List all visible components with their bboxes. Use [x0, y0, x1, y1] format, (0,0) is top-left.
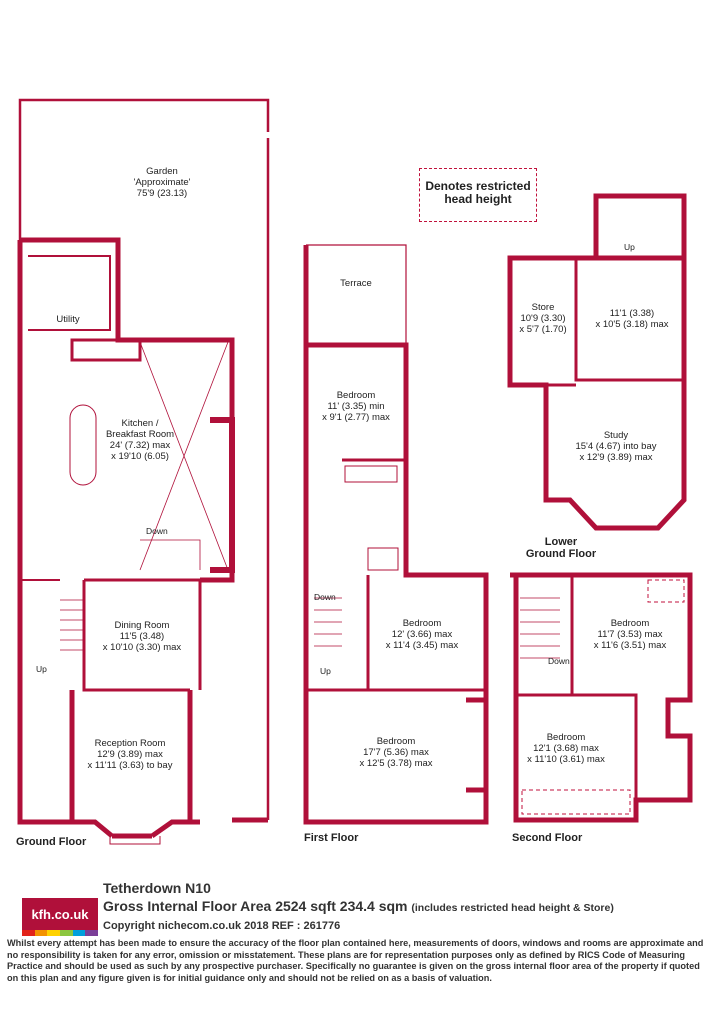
first-floor-walls: [306, 244, 407, 345]
lg-room-label: 11'1 (3.38)x 10'5 (3.18) max: [595, 308, 669, 330]
lg-stairs-up-label: Up: [624, 242, 635, 252]
stairs-down-label: Down: [146, 526, 168, 536]
stairs-up-label: Up: [36, 664, 47, 674]
gia-note: (includes restricted head height & Store…: [411, 902, 614, 914]
second-floor-title: Second Floor: [512, 832, 583, 844]
utility-label: Utility: [56, 314, 80, 325]
first-floor-title: First Floor: [304, 832, 359, 844]
lower-ground-walls: [593, 193, 687, 261]
copyright-ref: Copyright nichecom.co.uk 2018 REF : 2617…: [103, 920, 341, 932]
legend-line-2: head height: [444, 192, 512, 206]
logo-color-bar: [22, 930, 99, 936]
ground-floor-title: Ground Floor: [16, 836, 87, 848]
ff-stairs-up-label: Up: [320, 666, 331, 676]
gross-internal-area: Gross Internal Floor Area 2524 sqft 234.…: [103, 898, 614, 914]
legend-line-1: Denotes restricted: [425, 179, 531, 193]
ground-floor-walls: [17, 240, 268, 839]
garden-boundary: [18, 98, 270, 820]
second-floor-walls: [510, 572, 693, 823]
sf-stairs-down-label: Down: [548, 656, 570, 666]
kfh-logo: kfh.co.uk: [22, 898, 98, 932]
terrace-label: Terrace: [340, 278, 372, 289]
garden-label: Garden'Approximate'75'9 (23.13): [133, 166, 191, 199]
ff-stairs-down-label: Down: [314, 592, 336, 602]
disclaimer-text: Whilst every attempt has been made to en…: [7, 938, 704, 983]
property-address: Tetherdown N10: [103, 880, 211, 896]
